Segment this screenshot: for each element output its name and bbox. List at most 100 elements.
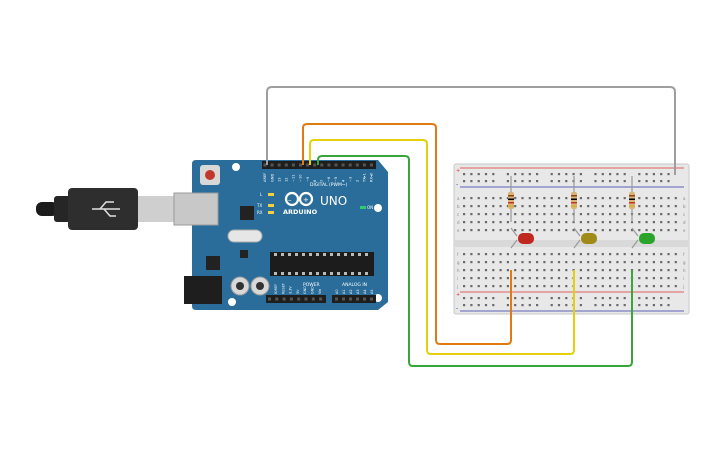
breadboard-hole[interactable] bbox=[506, 277, 509, 280]
breadboard-hole[interactable] bbox=[601, 229, 604, 232]
breadboard-hole[interactable] bbox=[623, 197, 626, 200]
breadboard-hole[interactable] bbox=[550, 197, 553, 200]
digital-pin-hole[interactable] bbox=[299, 163, 302, 167]
breadboard-hole[interactable] bbox=[630, 261, 634, 264]
rail-hole[interactable] bbox=[506, 297, 509, 300]
breadboard-hole[interactable] bbox=[550, 269, 553, 272]
breadboard-hole[interactable] bbox=[645, 277, 648, 280]
rail-hole[interactable] bbox=[660, 297, 663, 300]
breadboard-hole[interactable] bbox=[638, 229, 641, 232]
rail-hole[interactable] bbox=[638, 304, 641, 307]
power-pin-hole[interactable] bbox=[289, 297, 293, 301]
rail-hole[interactable] bbox=[579, 180, 582, 183]
rail-hole[interactable] bbox=[652, 180, 655, 183]
power-pin-hole[interactable] bbox=[319, 297, 323, 301]
breadboard-hole[interactable] bbox=[638, 253, 641, 256]
breadboard-hole[interactable] bbox=[674, 285, 677, 288]
breadboard-hole[interactable] bbox=[674, 253, 677, 256]
breadboard-hole[interactable] bbox=[660, 229, 663, 232]
digital-pin-hole[interactable] bbox=[334, 163, 338, 167]
breadboard-hole[interactable] bbox=[463, 261, 466, 264]
rail-hole[interactable] bbox=[616, 297, 619, 300]
rail-hole[interactable] bbox=[594, 297, 597, 300]
breadboard-hole[interactable] bbox=[609, 197, 612, 200]
breadboard-hole[interactable] bbox=[506, 213, 509, 216]
rail-hole[interactable] bbox=[528, 180, 531, 183]
breadboard-hole[interactable] bbox=[630, 221, 634, 224]
breadboard-hole[interactable] bbox=[477, 277, 480, 280]
rail-hole[interactable] bbox=[470, 304, 473, 307]
breadboard-hole[interactable] bbox=[652, 229, 655, 232]
rail-hole[interactable] bbox=[594, 304, 597, 307]
breadboard-hole[interactable] bbox=[565, 253, 568, 256]
breadboard-hole[interactable] bbox=[579, 197, 582, 200]
breadboard-hole[interactable] bbox=[609, 277, 612, 280]
breadboard-hole[interactable] bbox=[594, 269, 597, 272]
breadboard-hole[interactable] bbox=[674, 277, 677, 280]
breadboard-hole[interactable] bbox=[645, 261, 648, 264]
rail-hole[interactable] bbox=[506, 173, 509, 176]
breadboard-hole[interactable] bbox=[601, 261, 604, 264]
rail-hole[interactable] bbox=[477, 297, 480, 300]
breadboard-hole[interactable] bbox=[484, 229, 488, 232]
rail-hole[interactable] bbox=[521, 180, 524, 183]
breadboard-hole[interactable] bbox=[536, 197, 539, 200]
rail-hole[interactable] bbox=[645, 180, 648, 183]
breadboard-hole[interactable] bbox=[528, 229, 531, 232]
breadboard-hole[interactable] bbox=[499, 205, 502, 208]
power-pin-hole[interactable] bbox=[268, 297, 271, 301]
breadboard-hole[interactable] bbox=[557, 277, 561, 280]
breadboard-hole[interactable] bbox=[521, 285, 524, 288]
rail-hole[interactable] bbox=[609, 297, 612, 300]
breadboard-hole[interactable] bbox=[506, 285, 509, 288]
breadboard-hole[interactable] bbox=[645, 213, 648, 216]
breadboard-hole[interactable] bbox=[499, 221, 502, 224]
led-green[interactable] bbox=[639, 233, 655, 244]
breadboard-hole[interactable] bbox=[463, 213, 466, 216]
breadboard-hole[interactable] bbox=[572, 261, 575, 264]
rail-hole[interactable] bbox=[521, 304, 524, 307]
breadboard-hole[interactable] bbox=[514, 213, 517, 216]
breadboard-hole[interactable] bbox=[587, 229, 590, 232]
rail-hole[interactable] bbox=[536, 180, 539, 183]
breadboard-hole[interactable] bbox=[601, 205, 604, 208]
rail-hole[interactable] bbox=[484, 297, 488, 300]
rail-hole[interactable] bbox=[667, 304, 670, 307]
breadboard-hole[interactable] bbox=[536, 253, 539, 256]
breadboard-hole[interactable] bbox=[652, 269, 655, 272]
breadboard-hole[interactable] bbox=[616, 213, 619, 216]
rail-hole[interactable] bbox=[536, 304, 539, 307]
breadboard-hole[interactable] bbox=[623, 229, 626, 232]
breadboard-hole[interactable] bbox=[543, 253, 546, 256]
digital-pin-hole[interactable] bbox=[306, 163, 310, 167]
breadboard-hole[interactable] bbox=[506, 229, 509, 232]
breadboard-hole[interactable] bbox=[557, 205, 561, 208]
breadboard-hole[interactable] bbox=[550, 261, 553, 264]
rail-hole[interactable] bbox=[594, 180, 597, 183]
breadboard-hole[interactable] bbox=[477, 269, 480, 272]
rail-hole[interactable] bbox=[514, 297, 517, 300]
breadboard-hole[interactable] bbox=[514, 269, 517, 272]
rail-hole[interactable] bbox=[594, 173, 597, 176]
rail-hole[interactable] bbox=[557, 180, 561, 183]
breadboard-hole[interactable] bbox=[601, 277, 604, 280]
breadboard-hole[interactable] bbox=[674, 229, 677, 232]
rail-hole[interactable] bbox=[638, 173, 641, 176]
breadboard-hole[interactable] bbox=[674, 213, 677, 216]
breadboard-hole[interactable] bbox=[477, 229, 480, 232]
breadboard-hole[interactable] bbox=[652, 205, 655, 208]
breadboard-hole[interactable] bbox=[477, 221, 480, 224]
breadboard-hole[interactable] bbox=[609, 229, 612, 232]
breadboard-hole[interactable] bbox=[492, 269, 495, 272]
breadboard-hole[interactable] bbox=[499, 229, 502, 232]
breadboard-hole[interactable] bbox=[638, 277, 641, 280]
breadboard-hole[interactable] bbox=[514, 205, 517, 208]
digital-pin-hole[interactable] bbox=[284, 163, 288, 167]
rail-hole[interactable] bbox=[463, 297, 466, 300]
breadboard-hole[interactable] bbox=[572, 221, 575, 224]
breadboard-hole[interactable] bbox=[616, 261, 619, 264]
breadboard-hole[interactable] bbox=[470, 253, 473, 256]
breadboard-hole[interactable] bbox=[579, 261, 582, 264]
breadboard-hole[interactable] bbox=[557, 213, 561, 216]
breadboard-hole[interactable] bbox=[550, 285, 553, 288]
